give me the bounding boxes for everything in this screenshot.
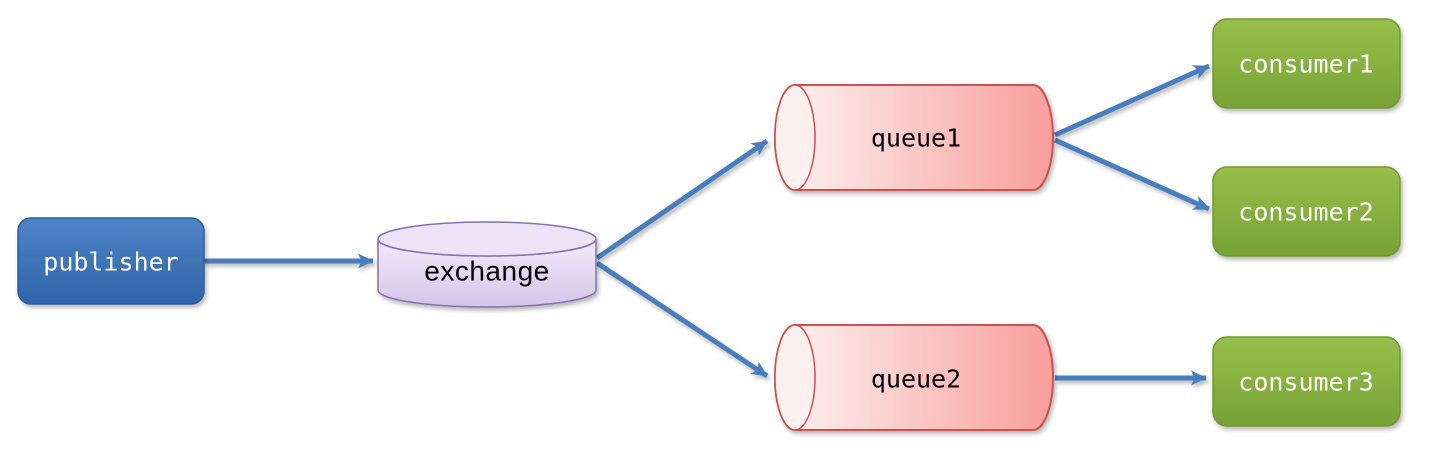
consumer2-label: consumer2	[1238, 198, 1373, 227]
exchange-label: exchange	[424, 256, 549, 287]
consumer1-box	[1212, 18, 1401, 109]
node-consumer1: consumer1	[1212, 18, 1401, 109]
exchange-cylinder-top-rim	[377, 221, 597, 257]
arrow-exchange-to-queue1	[595, 138, 769, 261]
node-consumer3: consumer3	[1212, 336, 1401, 427]
arrow-queue1-to-consumer2	[1053, 137, 1211, 212]
consumer3-box	[1212, 336, 1401, 427]
consumer2-box	[1212, 166, 1401, 257]
edges	[204, 63, 1211, 386]
arrow-queue1-to-consumer1	[1053, 63, 1211, 138]
queue2-cylinder-left-rim	[774, 324, 816, 431]
node-publisher: publisher	[17, 217, 205, 305]
consumer3-label: consumer3	[1238, 368, 1373, 397]
publisher-label: publisher	[43, 248, 178, 277]
consumer1-label: consumer1	[1238, 50, 1373, 79]
queue2-label: queue2	[871, 365, 961, 394]
node-consumer2: consumer2	[1212, 166, 1401, 257]
node-exchange: exchange	[377, 221, 597, 308]
queue1-cylinder-left-rim	[774, 84, 816, 191]
queue1-label: queue1	[871, 124, 961, 153]
node-queue1: queue1	[774, 84, 1054, 191]
arrow-exchange-to-queue2	[595, 260, 769, 379]
node-queue2: queue2	[774, 324, 1054, 431]
publisher-box	[17, 217, 205, 305]
